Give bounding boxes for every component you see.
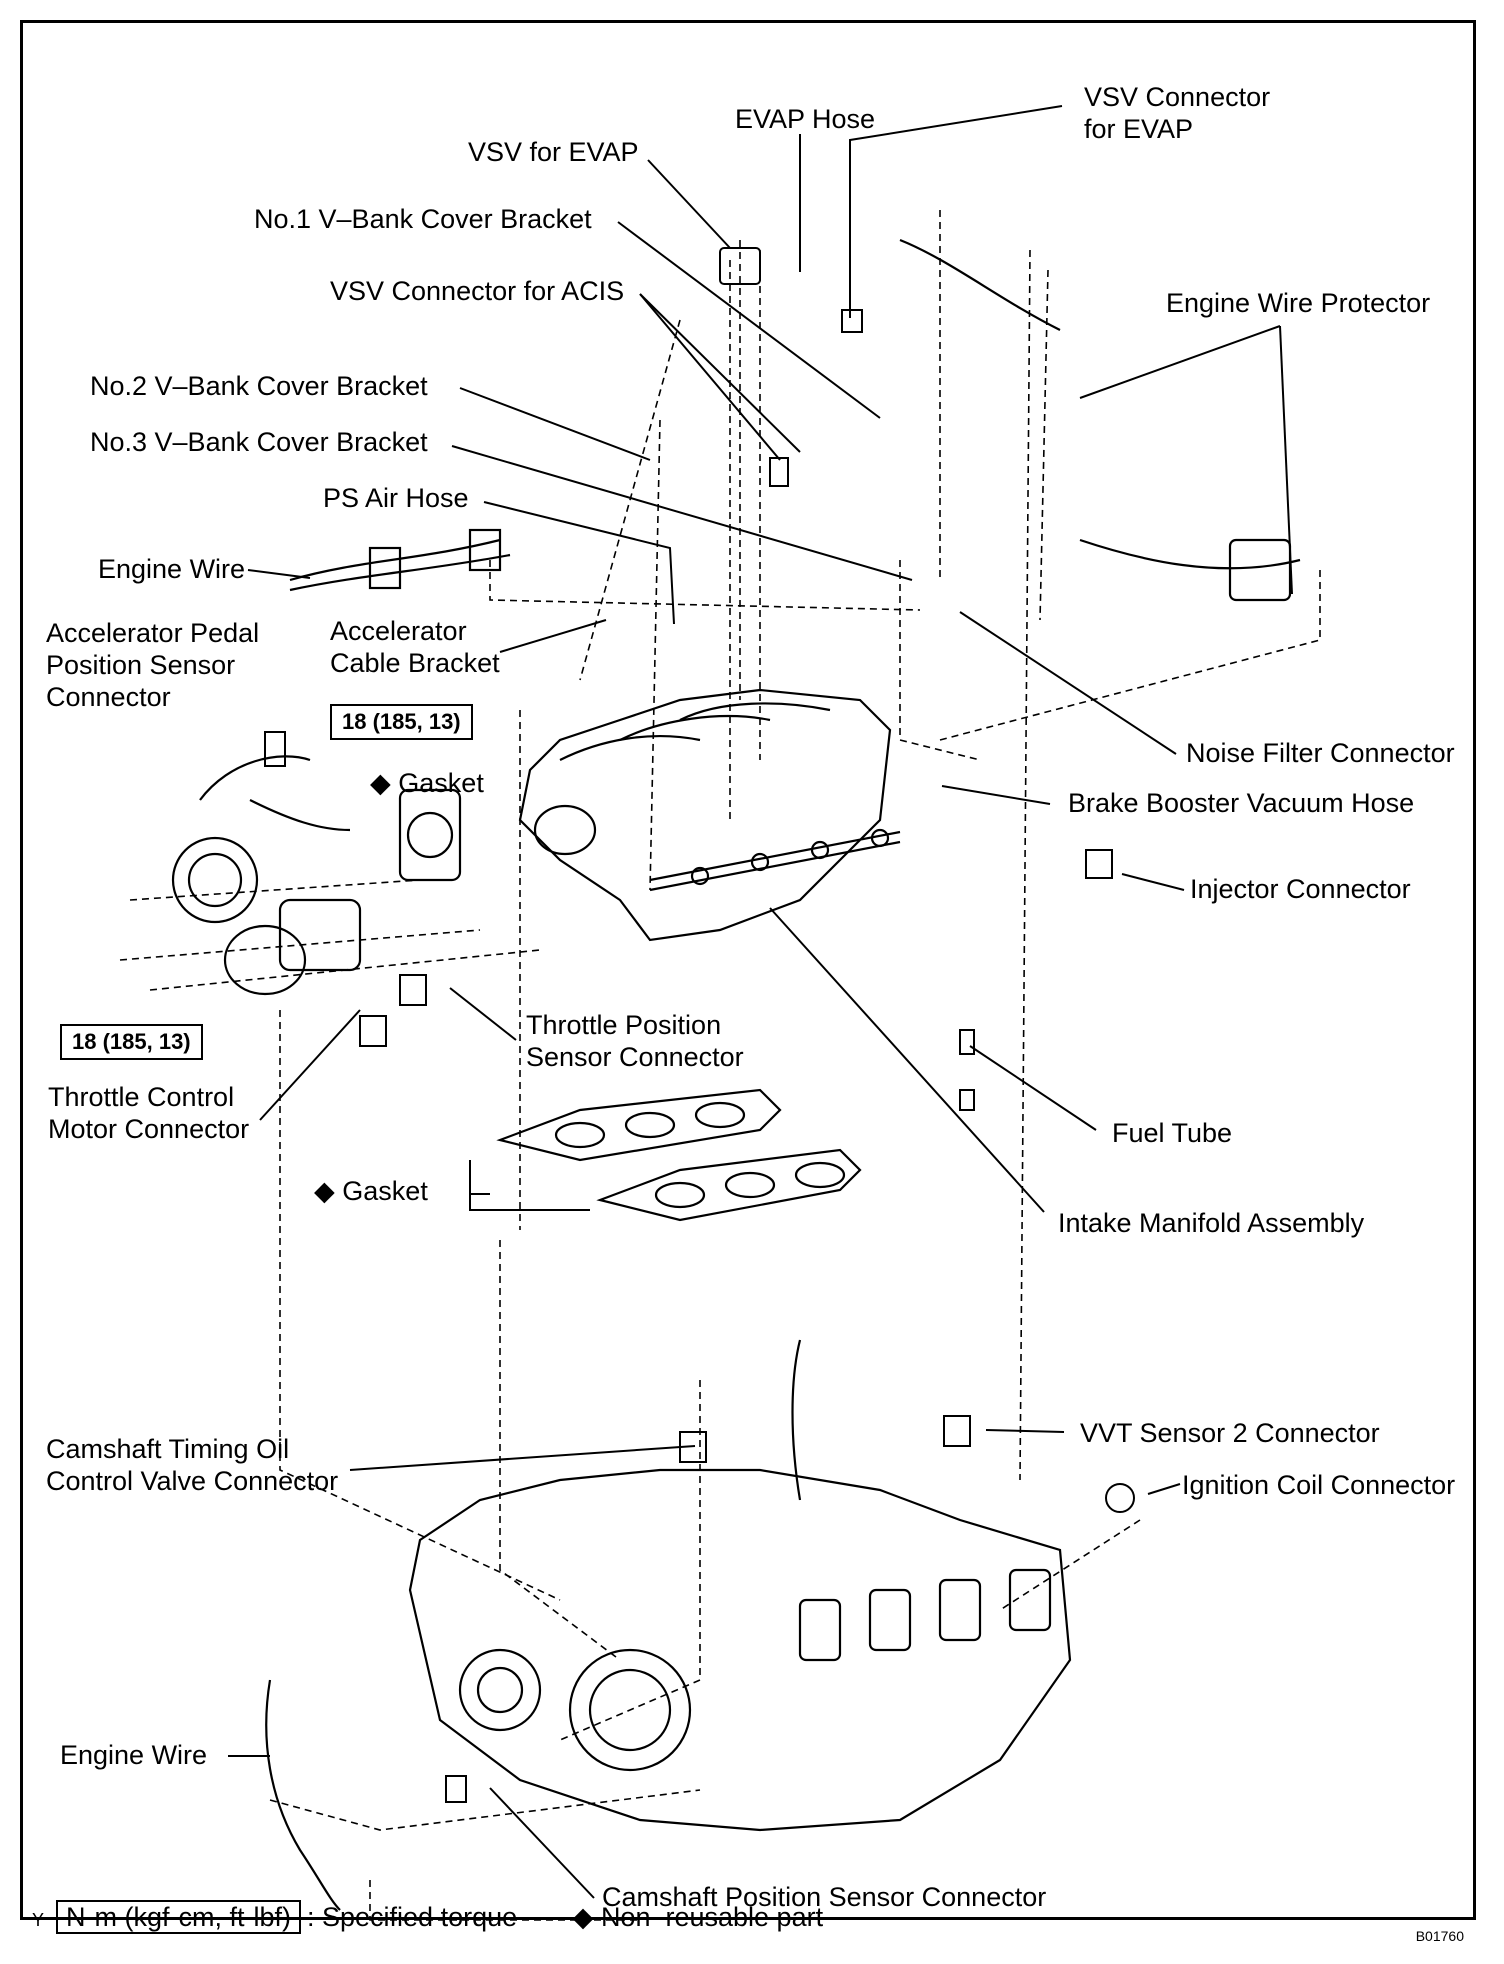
label-engine-wire-protector: Engine Wire Protector — [1166, 288, 1431, 318]
label-app-sensor-line1: Accelerator Pedal — [46, 618, 260, 648]
connector-drawings — [264, 247, 1135, 1803]
label-no3-v-bank-cover-bracket: No.3 V–Bank Cover Bracket — [90, 427, 428, 457]
label-app-sensor-line2: Position Sensor — [46, 650, 236, 680]
label-engine-wire-top: Engine Wire — [98, 554, 246, 584]
intake-manifold-drawing — [518, 688, 901, 942]
torque-box-left: 18 (185, 13) — [60, 1024, 203, 1060]
legend-torque-text: : Specified torque — [307, 1902, 518, 1932]
assembly-lines — [119, 210, 1321, 1921]
torque-box-top: 18 (185, 13) — [330, 704, 473, 740]
throttle-body-drawing — [171, 755, 462, 996]
harness-drawings — [289, 238, 1301, 602]
label-accelerator-cable-line1: Accelerator — [330, 616, 467, 646]
nonreusable-diamond-icon: ◆ — [314, 1176, 335, 1206]
label-app-sensor-line3: Connector — [46, 682, 171, 712]
legend-nonreusable-text: Non–reusable part — [600, 1902, 824, 1932]
label-intake-manifold-assembly: Intake Manifold Assembly — [1058, 1208, 1365, 1238]
label-throttle-control-motor-line2: Motor Connector — [48, 1114, 250, 1144]
label-evap-hose: EVAP Hose — [735, 104, 876, 134]
label-camshaft-position-sensor: Camshaft Position Sensor Connector — [602, 1882, 1047, 1912]
label-gasket-throttle: ◆ Gasket — [370, 768, 484, 798]
engine-block-drawing — [265, 1339, 1072, 1911]
leader-lines — [228, 105, 1293, 1899]
label-tps-line2: Sensor Connector — [526, 1042, 744, 1072]
label-vsv-for-evap: VSV for EVAP — [468, 137, 639, 167]
nonreusable-diamond-icon: ◆ — [572, 1902, 594, 1932]
label-vsv-connector-acis: VSV Connector for ACIS — [330, 276, 625, 306]
label-fuel-tube: Fuel Tube — [1112, 1118, 1233, 1148]
label-vvt-sensor-2-connector: VVT Sensor 2 Connector — [1080, 1418, 1380, 1448]
label-throttle-control-motor-line1: Throttle Control — [48, 1082, 235, 1112]
label-noise-filter-connector: Noise Filter Connector — [1186, 738, 1455, 768]
label-vsv-connector-evap-line1: VSV Connector — [1084, 82, 1271, 112]
label-tps-line1: Throttle Position — [526, 1010, 722, 1040]
label-gasket-manifold: ◆ Gasket — [314, 1176, 428, 1206]
label-camshaft-ocv-line1: Camshaft Timing Oil — [46, 1434, 290, 1464]
label-brake-booster-vacuum-hose: Brake Booster Vacuum Hose — [1068, 788, 1415, 818]
label-ps-air-hose: PS Air Hose — [323, 483, 469, 513]
label-injector-connector: Injector Connector — [1190, 874, 1411, 904]
legend-torque-unit-box: N·m (kgf·cm, ft·lbf) — [56, 1900, 301, 1934]
label-accelerator-cable-line2: Cable Bracket — [330, 648, 500, 678]
figure-code: B01760 — [1415, 1928, 1464, 1944]
nonreusable-diamond-icon: ◆ — [370, 768, 391, 798]
legend-prefix: Y — [32, 1910, 45, 1930]
label-camshaft-ocv-line2: Control Valve Connector — [46, 1466, 339, 1496]
label-no1-v-bank-cover-bracket: No.1 V–Bank Cover Bracket — [254, 204, 592, 234]
label-vsv-connector-evap-line2: for EVAP — [1084, 114, 1194, 144]
label-engine-wire-bottom: Engine Wire — [60, 1740, 208, 1770]
diagram-frame — [20, 20, 1476, 1920]
gasket-drawings — [496, 1088, 862, 1222]
label-ignition-coil-connector: Ignition Coil Connector — [1182, 1470, 1456, 1500]
label-no2-v-bank-cover-bracket: No.2 V–Bank Cover Bracket — [90, 371, 428, 401]
